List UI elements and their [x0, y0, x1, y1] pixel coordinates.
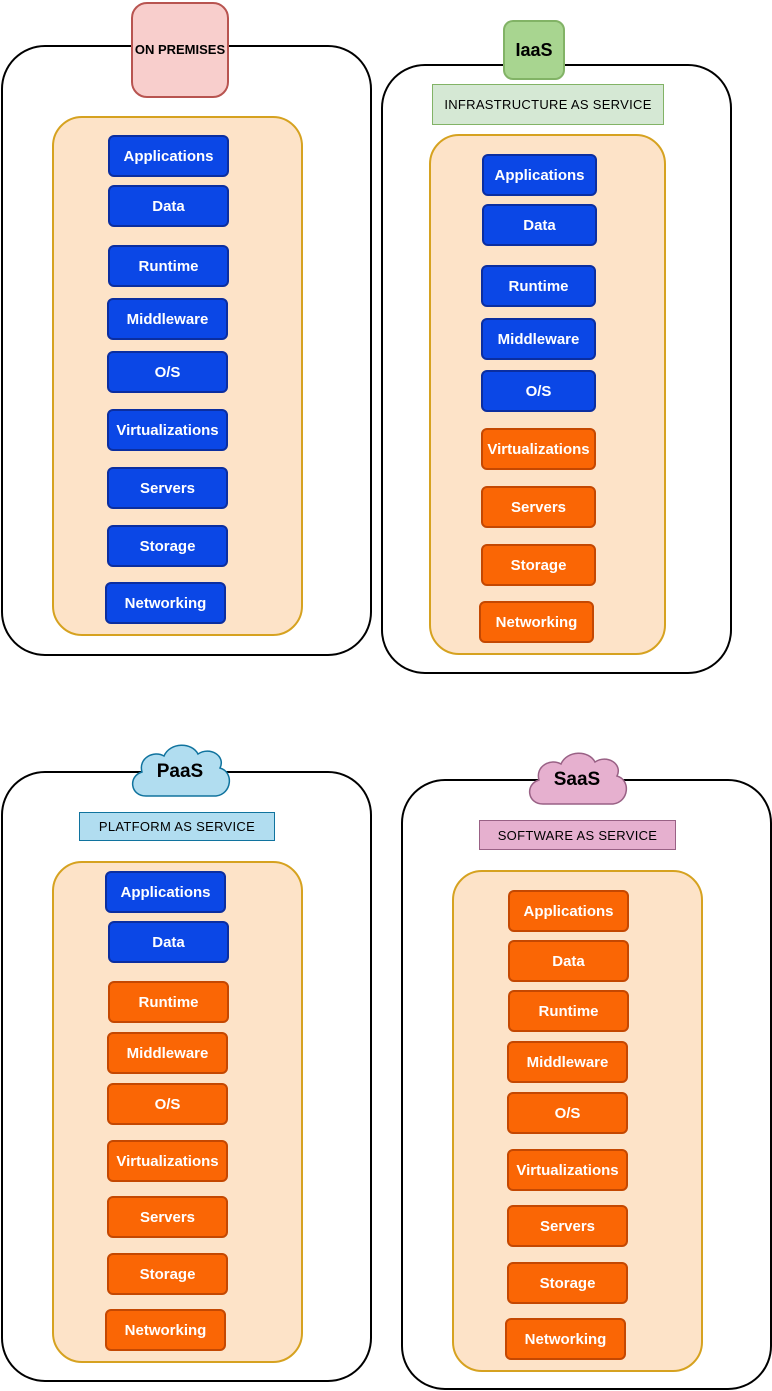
paas-layer: Storage: [107, 1253, 228, 1295]
on-premises-layer: Servers: [107, 467, 228, 509]
on-premises-layer: Storage: [107, 525, 228, 567]
paas-subtitle: PLATFORM AS SERVICE: [79, 812, 275, 841]
iaas-layer: Applications: [482, 154, 597, 196]
saas-layer: O/S: [507, 1092, 628, 1134]
on-premises-layer: Virtualizations: [107, 409, 228, 451]
paas-layer: Data: [108, 921, 229, 963]
paas-layer: Runtime: [108, 981, 229, 1023]
paas-layer: Networking: [105, 1309, 226, 1351]
paas-title: PaaS: [156, 761, 204, 782]
saas-layer: Applications: [508, 890, 629, 932]
on-premises-layer: Middleware: [107, 298, 228, 340]
iaas-layer: O/S: [481, 370, 596, 412]
saas-layer: Data: [508, 940, 629, 982]
saas-layer: Middleware: [507, 1041, 628, 1083]
paas-layer: Middleware: [107, 1032, 228, 1074]
saas-layer: Storage: [507, 1262, 628, 1304]
on-premises-layer: Networking: [105, 582, 226, 624]
iaas-layer: Storage: [481, 544, 596, 586]
paas-cloud-icon: [132, 744, 230, 797]
paas-layer: O/S: [107, 1083, 228, 1125]
saas-layer: Servers: [507, 1205, 628, 1247]
iaas-layer: Servers: [481, 486, 596, 528]
iaas-layer: Virtualizations: [481, 428, 596, 470]
paas-layer: Virtualizations: [107, 1140, 228, 1182]
iaas-layer: Middleware: [481, 318, 596, 360]
on-premises-layer: Data: [108, 185, 229, 227]
saas-layer: Runtime: [508, 990, 629, 1032]
saas-layer: Virtualizations: [507, 1149, 628, 1191]
iaas-layer: Runtime: [481, 265, 596, 307]
paas-layer: Servers: [107, 1196, 228, 1238]
on-premises-layer: Runtime: [108, 245, 229, 287]
iaas-title: IaaS: [503, 20, 565, 80]
iaas-layer: Data: [482, 204, 597, 246]
on-premises-title: ON PREMISES: [131, 2, 229, 98]
saas-layer: Networking: [505, 1318, 626, 1360]
iaas-subtitle: INFRASTRUCTURE AS SERVICE: [432, 84, 664, 125]
iaas-layer: Networking: [479, 601, 594, 643]
on-premises-layer: Applications: [108, 135, 229, 177]
paas-layer: Applications: [105, 871, 226, 913]
saas-title: SaaS: [553, 769, 601, 790]
saas-cloud-icon: [529, 752, 627, 805]
saas-subtitle: SOFTWARE AS SERVICE: [479, 820, 676, 850]
on-premises-layer: O/S: [107, 351, 228, 393]
